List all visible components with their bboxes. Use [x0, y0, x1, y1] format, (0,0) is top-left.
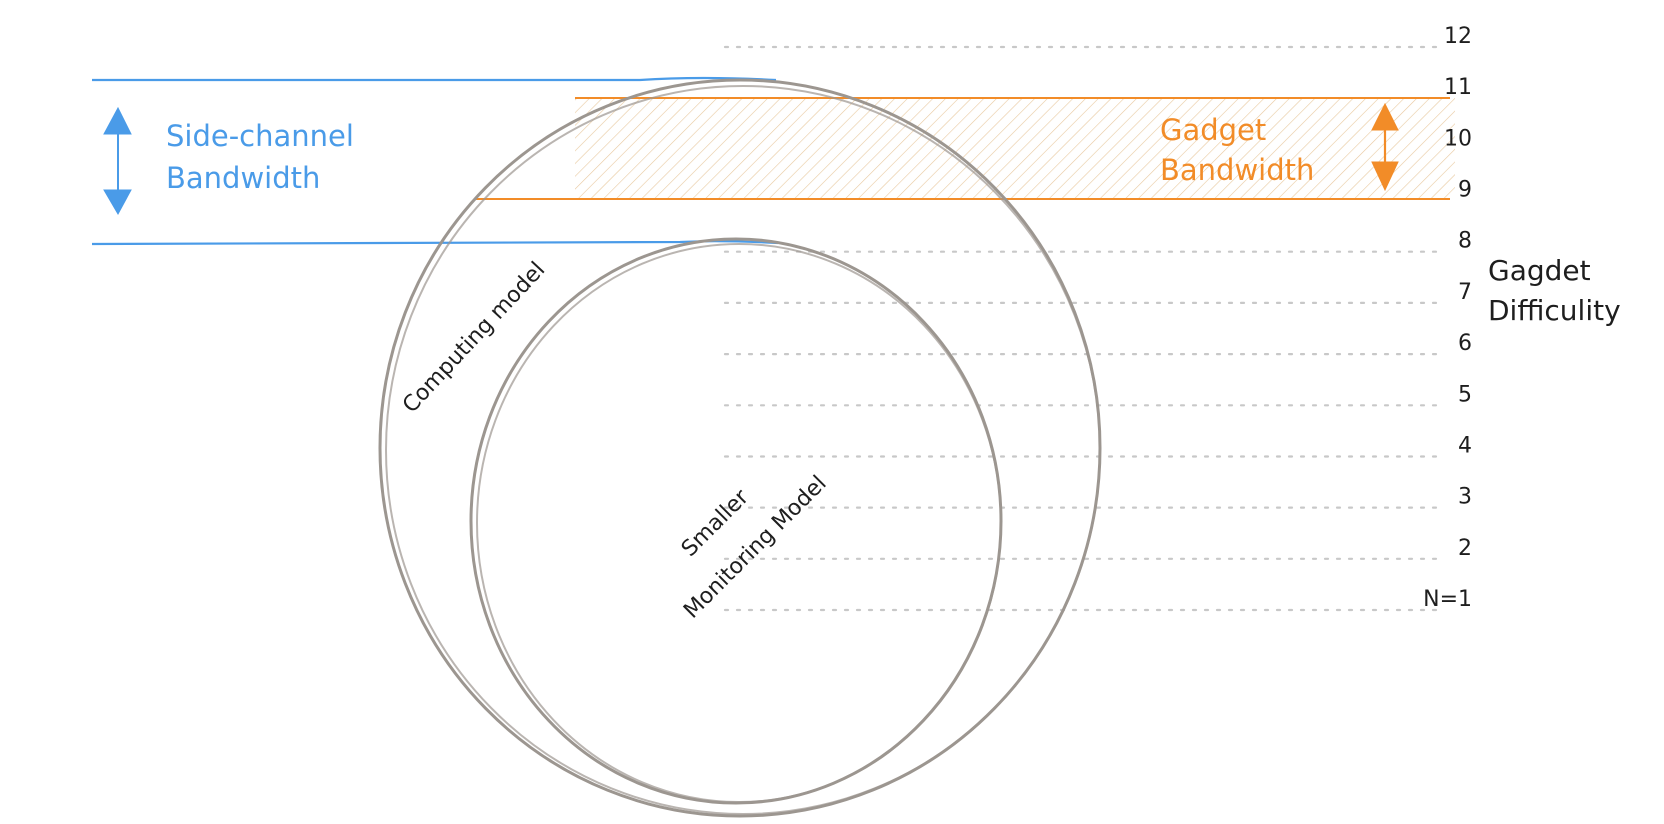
axis-title-line1: Gagdet: [1488, 254, 1591, 287]
difficulty-tick-label: 4: [1458, 434, 1472, 459]
gadget-label-line1: Gadget: [1160, 113, 1266, 147]
gadget-arrow: [1371, 102, 1399, 192]
difficulty-tick-label: 5: [1458, 382, 1472, 407]
difficulty-tick-label: 2: [1458, 536, 1472, 561]
side-channel-label-line1: Side-channel: [166, 119, 354, 153]
difficulty-tick-labels: N=1 2 3 4 5 6 7 8 9 10 11 12: [1423, 24, 1472, 612]
difficulty-tick-label: 9: [1458, 178, 1472, 203]
difficulty-tick-label: 10: [1444, 126, 1472, 151]
difficulty-tick-label: 12: [1444, 24, 1472, 49]
difficulty-tick-label: 6: [1458, 331, 1472, 356]
computing-model-circle: [378, 78, 1102, 818]
difficulty-tick-label: 11: [1444, 75, 1472, 100]
difficulty-gridlines: [723, 45, 1442, 612]
side-channel-arrow: [103, 106, 132, 216]
gadget-bandwidth-band: [475, 97, 1455, 200]
difficulty-tick-label: 8: [1458, 229, 1472, 254]
axis-title-line2: Difficulity: [1488, 294, 1621, 327]
computing-model-label: Computing model: [398, 257, 550, 418]
monitoring-model-circle: [469, 237, 1003, 805]
difficulty-tick-label: 7: [1458, 280, 1472, 305]
difficulty-tick-label: 3: [1458, 485, 1472, 510]
gadget-label-line2: Bandwidth: [1160, 153, 1314, 187]
difficulty-tick-label: N=1: [1423, 587, 1472, 612]
side-channel-label-line2: Bandwidth: [166, 161, 320, 195]
